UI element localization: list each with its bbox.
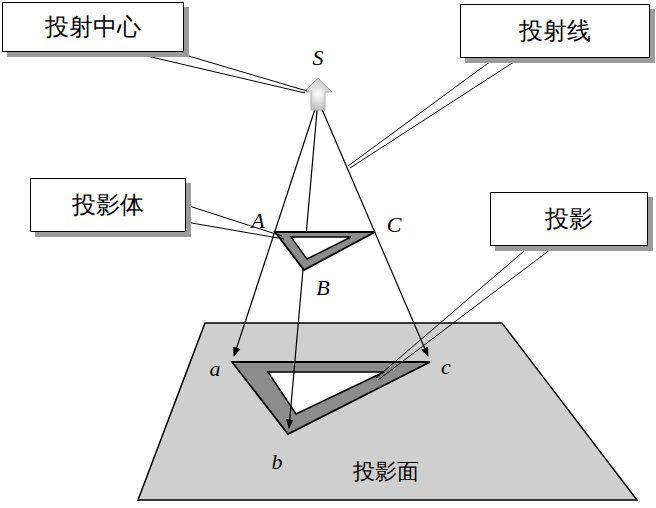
callout-box: 投射线 bbox=[460, 4, 650, 58]
object-triangle bbox=[275, 232, 375, 270]
point-label: C bbox=[387, 212, 402, 238]
callout-text: 投射中心 bbox=[45, 11, 141, 43]
plane-label: 投影面 bbox=[353, 457, 419, 487]
callout-box: 投射中心 bbox=[2, 2, 184, 52]
projection-lines bbox=[234, 100, 428, 428]
point-label: A bbox=[251, 208, 264, 234]
point-label: B bbox=[316, 275, 329, 301]
callout-text: 投影体 bbox=[72, 189, 144, 221]
projection-triangle bbox=[232, 362, 430, 434]
projection-plane bbox=[138, 323, 637, 500]
projection-center bbox=[304, 78, 332, 110]
point-label: S bbox=[313, 45, 324, 71]
callout-box: 投影 bbox=[490, 192, 648, 246]
point-label: a bbox=[210, 356, 221, 382]
callout-text: 投影 bbox=[545, 203, 593, 235]
callout-box: 投影体 bbox=[30, 178, 186, 232]
point-label: b bbox=[272, 449, 283, 475]
point-label: c bbox=[441, 354, 451, 380]
callout-text: 投射线 bbox=[519, 15, 591, 47]
